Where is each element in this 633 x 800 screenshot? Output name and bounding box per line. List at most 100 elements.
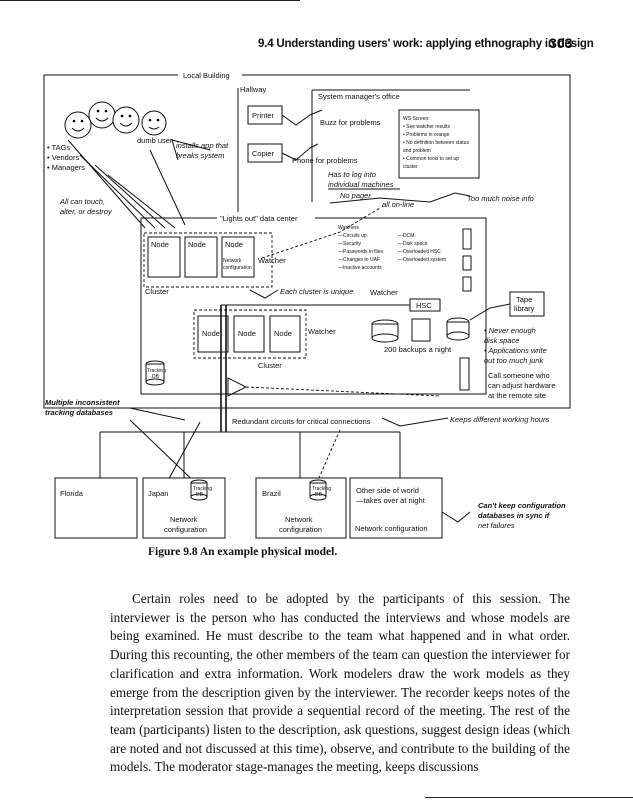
svg-text:Tracking: Tracking bbox=[312, 486, 331, 492]
cant-keep-label-2: databases in sync if bbox=[478, 511, 551, 520]
svg-text:• Common tools to set up: • Common tools to set up bbox=[403, 156, 459, 162]
svg-text:configuration: configuration bbox=[223, 265, 252, 271]
svg-text:Node: Node bbox=[151, 240, 169, 249]
svg-text:Other side of world: Other side of world bbox=[356, 486, 419, 495]
running-head: 9.4 Understanding users' work: applying … bbox=[258, 38, 594, 50]
svg-text:Brazil: Brazil bbox=[262, 489, 281, 498]
svg-text:Florida: Florida bbox=[60, 489, 84, 498]
svg-text:configuration: configuration bbox=[164, 525, 207, 534]
disk-1 bbox=[462, 228, 472, 250]
svg-text:disk space: disk space bbox=[484, 336, 519, 345]
svg-text:• Managers: • Managers bbox=[47, 163, 85, 172]
svg-text:—Security: —Security bbox=[338, 241, 362, 247]
svg-text:• TAGs: • TAGs bbox=[47, 143, 70, 152]
svg-text:Tracking: Tracking bbox=[193, 486, 212, 492]
node-3 bbox=[221, 236, 255, 278]
online-connector bbox=[329, 192, 471, 204]
site-florida bbox=[54, 477, 138, 539]
log-into-label: Has to log into bbox=[328, 170, 376, 179]
printer-label: Printer bbox=[252, 111, 275, 120]
remote-device bbox=[459, 357, 470, 391]
svg-text:—Changes to UAF: —Changes to UAF bbox=[338, 257, 380, 263]
svg-text:• Problems in orange: • Problems in orange bbox=[403, 132, 450, 138]
svg-text:library: library bbox=[514, 304, 535, 313]
multiple-inconsistent-label: Multiple inconsistent bbox=[45, 398, 120, 407]
physical-model-figure: Local Building Hallway System manager's … bbox=[43, 70, 571, 539]
users-smiley-icons bbox=[64, 101, 167, 139]
installs-app-label-2: breaks system bbox=[176, 151, 224, 160]
backups-label: 200 backups a night bbox=[384, 345, 452, 354]
svg-text:DB: DB bbox=[152, 374, 160, 380]
site-brazil bbox=[255, 477, 347, 539]
svg-text:—DCM: —DCM bbox=[398, 233, 414, 239]
cant-keep-label: Can't keep configuration bbox=[478, 501, 566, 510]
buzz-arrow bbox=[281, 109, 323, 126]
svg-text:Call someone who: Call someone who bbox=[488, 371, 550, 380]
brazil-tracking-db-icon bbox=[309, 479, 327, 501]
local-building-frame bbox=[43, 74, 571, 409]
svg-text:at the remote site: at the remote site bbox=[488, 391, 546, 400]
hallway-label: Hallway bbox=[240, 85, 267, 94]
svg-text:can adjust hardware: can adjust hardware bbox=[488, 381, 556, 390]
node-6 bbox=[269, 315, 301, 353]
tape-link bbox=[469, 303, 511, 321]
sync-pointer bbox=[441, 511, 471, 523]
cluster-1-label: Cluster bbox=[145, 287, 169, 296]
multiple-inconsistent-label-2: tracking databases bbox=[45, 408, 113, 417]
watcher-2-label: Watcher bbox=[308, 327, 336, 336]
data-center-label: "Lights out" data center bbox=[220, 214, 298, 223]
node-1 bbox=[147, 236, 181, 278]
unique-pointer bbox=[249, 289, 279, 299]
cant-keep-label-3: net failures bbox=[478, 521, 515, 530]
installs-app-label: installs app that bbox=[176, 141, 229, 150]
svg-text:• Vendors: • Vendors bbox=[47, 153, 79, 162]
svg-text:Node: Node bbox=[274, 329, 292, 338]
redundant-pointer bbox=[381, 417, 449, 427]
svg-text:—Disk space: —Disk space bbox=[398, 241, 428, 247]
footer-rule bbox=[425, 797, 633, 798]
svg-text:HSC: HSC bbox=[416, 301, 432, 310]
each-cluster-unique: Each cluster is unique bbox=[280, 287, 353, 296]
svg-text:Network: Network bbox=[170, 515, 198, 524]
disk-3 bbox=[462, 276, 472, 292]
svg-text:• No definition between status: • No definition between status bbox=[403, 140, 469, 146]
disk-array bbox=[371, 317, 470, 343]
svg-text:—takes over at night: —takes over at night bbox=[356, 496, 426, 505]
office-label: System manager's office bbox=[318, 92, 400, 101]
ws-screen-text: WS Screen: • See watcher results • Probl… bbox=[403, 116, 469, 170]
svg-text:—Passwords in files: —Passwords in files bbox=[338, 249, 384, 255]
svg-text:Network configuration: Network configuration bbox=[355, 524, 428, 533]
svg-text:Japan: Japan bbox=[148, 489, 168, 498]
all-can-touch-label: All can touch, bbox=[59, 197, 105, 206]
log-into-label-2: individual machines bbox=[328, 180, 394, 189]
svg-text:DB: DB bbox=[315, 492, 323, 498]
ws-screen-box bbox=[398, 109, 480, 179]
svg-text:• Applications write: • Applications write bbox=[484, 346, 547, 355]
dumb-user-label: dumb user bbox=[137, 136, 173, 145]
disk-2 bbox=[462, 255, 472, 271]
japan-tracking-db-icon bbox=[190, 479, 208, 501]
node-2 bbox=[184, 236, 218, 278]
body-paragraph: Certain roles need to be adopted by the … bbox=[110, 591, 570, 775]
watcher-right-label: Watcher bbox=[370, 288, 398, 297]
site-japan bbox=[142, 477, 226, 539]
cluster-1-box bbox=[143, 232, 273, 288]
svg-text:Node: Node bbox=[202, 329, 220, 338]
tracking-db-icon bbox=[145, 360, 165, 386]
svg-text:WS Screen:: WS Screen: bbox=[403, 116, 430, 122]
svg-text:Tape: Tape bbox=[516, 295, 532, 304]
phone-label: Phone for problems bbox=[292, 156, 358, 165]
watcher-1-label: Watcher bbox=[258, 256, 286, 265]
all-online-label: all on-line bbox=[382, 200, 414, 209]
svg-text:Tracking: Tracking bbox=[147, 368, 166, 374]
no-pager-label: No pager bbox=[340, 191, 371, 200]
svg-text:Node: Node bbox=[225, 240, 243, 249]
svg-text:• Never enough: • Never enough bbox=[484, 326, 536, 335]
node-4 bbox=[197, 315, 229, 353]
svg-text:—Inactive accounts: —Inactive accounts bbox=[338, 265, 382, 271]
svg-text:• See watcher results: • See watcher results bbox=[403, 124, 451, 130]
svg-text:Watchers: Watchers bbox=[338, 225, 359, 231]
local-building-label: Local Building bbox=[183, 71, 230, 80]
svg-text:Node: Node bbox=[238, 329, 256, 338]
terminal-icon bbox=[227, 377, 248, 397]
